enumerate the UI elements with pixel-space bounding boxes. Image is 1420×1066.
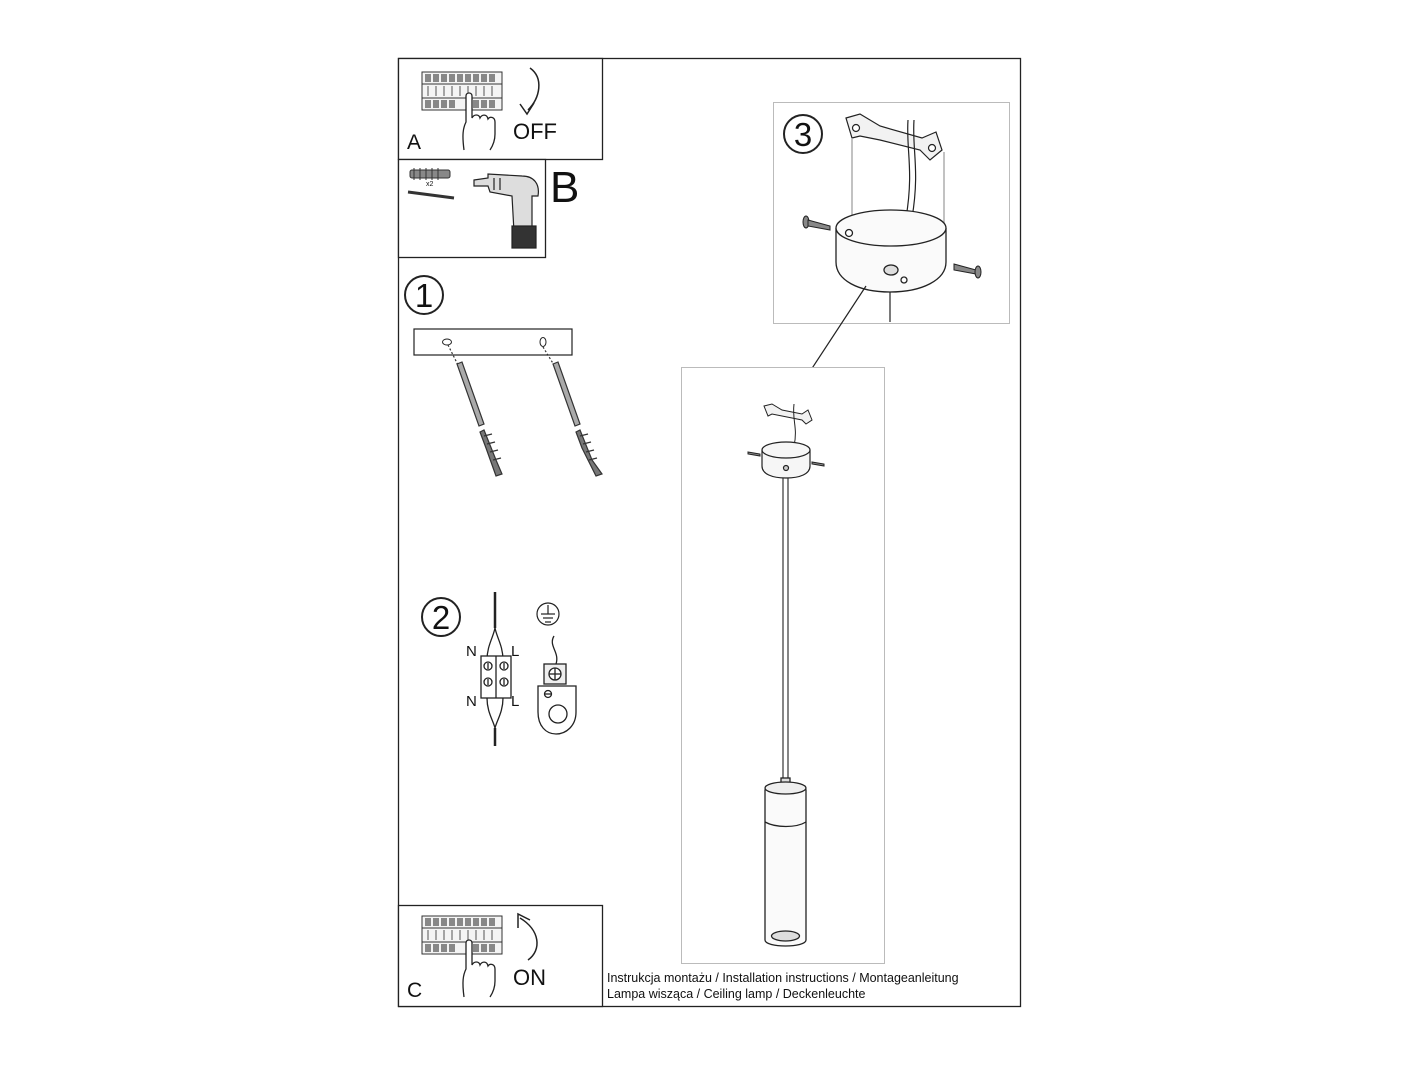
small-bracket-icon [763, 403, 813, 447]
dowel-count-label: x2 [426, 181, 434, 188]
small-canopy-icon [761, 441, 811, 479]
drill-icon [473, 173, 539, 249]
breaker-panel-off-icon [421, 71, 503, 111]
wiring-diagram [480, 592, 512, 746]
wall-plug-icon [409, 168, 451, 180]
arrow-up-icon [519, 917, 538, 961]
panel-c-letter: C [407, 979, 423, 1002]
ceiling-plate [413, 328, 573, 356]
panel-b-letter: B [550, 163, 580, 212]
live-top-label: L [511, 643, 520, 660]
panel-a-letter: A [407, 131, 422, 154]
hand-on-icon [462, 939, 496, 998]
mount-hole-left [442, 338, 452, 346]
arrow-up-head-icon [517, 912, 531, 928]
ground-symbol-icon [536, 602, 560, 626]
step-3-number: 3 [783, 114, 823, 154]
side-screw-right-icon [953, 263, 982, 279]
off-label: OFF [513, 119, 557, 144]
step-1-number: 1 [404, 275, 444, 315]
side-screw-left-icon [802, 215, 831, 231]
mounting-bracket-icon [845, 113, 943, 161]
footer-product: Lampa wisząca / Ceiling lamp / Deckenleu… [607, 987, 866, 1001]
footer-instructions: Instrukcja montażu / Installation instru… [607, 971, 959, 985]
suspension-cable [782, 478, 789, 782]
ground-terminal-icon [537, 635, 577, 735]
arrow-down-head-icon [519, 102, 535, 116]
hand-icon [462, 92, 496, 151]
lamp-shade-icon [764, 777, 807, 947]
live-bottom-label: L [511, 693, 520, 710]
neutral-bottom-label: N [466, 693, 477, 710]
on-label: ON [513, 965, 546, 990]
breaker-panel-on-icon [421, 915, 503, 955]
screw-icon [407, 190, 455, 200]
neutral-top-label: N [466, 643, 477, 660]
mount-hole-right [539, 337, 547, 347]
step-2-number: 2 [421, 597, 461, 637]
drill-bit-left-icon [447, 344, 503, 477]
small-screws-icon [747, 451, 825, 467]
drill-bit-right-icon [542, 346, 603, 477]
canopy-icon [835, 209, 947, 293]
